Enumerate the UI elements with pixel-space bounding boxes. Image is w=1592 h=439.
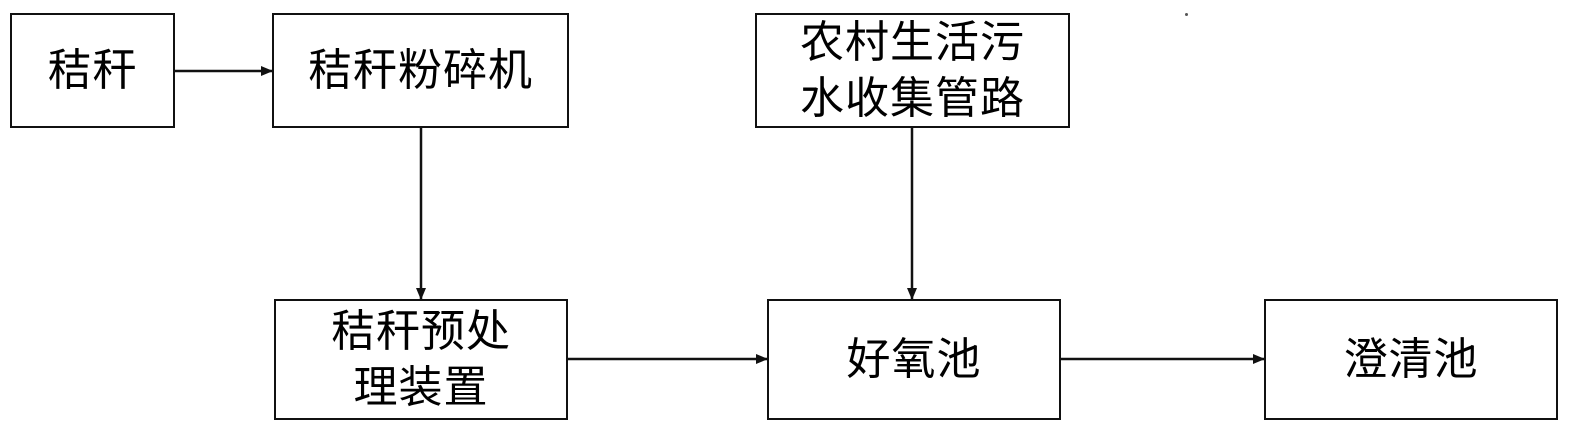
node-straw-shredder-label: 秸秆粉碎机 bbox=[308, 44, 533, 96]
speck-mark bbox=[1185, 13, 1188, 16]
node-straw-shredder: 秸秆粉碎机 bbox=[272, 13, 569, 128]
node-straw-pretreatment: 秸秆预处 理装置 bbox=[274, 299, 568, 420]
node-straw-label: 秸秆 bbox=[47, 44, 138, 96]
node-clarifier: 澄清池 bbox=[1264, 299, 1558, 420]
node-straw: 秸秆 bbox=[10, 13, 175, 128]
node-clarifier-label: 澄清池 bbox=[1343, 333, 1479, 385]
node-sewage-collection-pipe-label: 农村生活污 水收集管路 bbox=[800, 16, 1025, 124]
node-sewage-collection-pipe: 农村生活污 水收集管路 bbox=[755, 13, 1070, 128]
node-straw-pretreatment-label: 秸秆预处 理装置 bbox=[331, 305, 511, 413]
node-aerobic-tank-label: 好氧池 bbox=[846, 333, 982, 385]
node-aerobic-tank: 好氧池 bbox=[767, 299, 1061, 420]
